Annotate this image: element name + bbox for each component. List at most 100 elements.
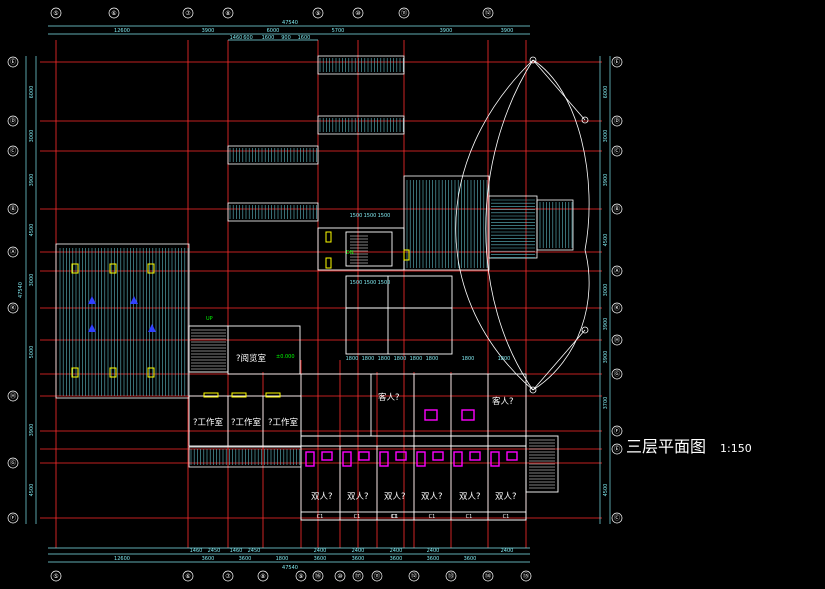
toilet-fixture	[379, 451, 389, 467]
axis-bubble-label: ⑤	[53, 573, 58, 580]
dimension-text: 4500	[29, 224, 35, 237]
axis-bubble-label: Ⓚ	[10, 304, 16, 312]
dimension-text: 3000	[29, 130, 35, 143]
double-room-label: 双人?	[495, 492, 517, 502]
dimension-text: 1800	[462, 356, 475, 362]
canopy-arc-inner	[485, 59, 534, 391]
axis-bubble	[611, 443, 623, 455]
double-room-label: 双人?	[459, 492, 481, 502]
windows	[71, 231, 410, 398]
axis-bubble	[334, 570, 346, 582]
dimension-text: 1600	[298, 35, 311, 41]
dimension-text: 12600	[114, 28, 130, 34]
dimension-text: 2450	[248, 548, 261, 554]
dimension-text: 2400	[352, 548, 365, 554]
room-code: C1	[466, 514, 473, 520]
entrance-steps	[536, 199, 574, 251]
dimension-text: 2400	[501, 548, 514, 554]
window-mark	[325, 257, 332, 269]
corridor-roofs	[188, 55, 405, 468]
column-markers	[88, 296, 156, 332]
guest-room-label: 客人?	[378, 392, 400, 403]
toilet-fixture	[342, 451, 352, 467]
sink-fixture	[469, 451, 481, 461]
dimension-text: 1800	[410, 356, 423, 362]
axis-bubble	[50, 7, 62, 19]
window-mark	[109, 367, 117, 378]
axis-grid	[40, 40, 602, 548]
toilet-fixture	[490, 451, 500, 467]
void-area	[345, 275, 453, 355]
window-mark	[147, 263, 155, 274]
dimension-text: 3600	[427, 556, 440, 562]
dimension-lines	[25, 25, 611, 563]
axis-bubble-label: ⑨	[315, 10, 320, 17]
dimension-text: 5000	[29, 346, 35, 359]
axis-bubble	[7, 512, 19, 524]
roof-band	[317, 115, 405, 135]
toilet-fixture	[305, 451, 315, 467]
double-room-label: 双人?	[384, 492, 406, 502]
toilet-fixture	[416, 451, 426, 467]
axis-bubble	[611, 368, 623, 380]
right-wing-roof	[403, 175, 574, 271]
roof-band	[227, 202, 319, 222]
lounge-label: ?阅览室	[236, 353, 267, 364]
window-mark	[71, 367, 79, 378]
axis-bubble-label: ⑥	[111, 10, 116, 17]
dimension-text: 3600	[464, 556, 477, 562]
room-code: C1	[392, 514, 399, 520]
dimension-text: 3600	[352, 556, 365, 562]
bath-fixture	[424, 409, 438, 421]
workshop-label: ?工作室	[231, 417, 262, 428]
axis-bubble-label: Ⓓ	[614, 117, 620, 125]
axis-bubble-label: Ⓖ	[614, 370, 620, 378]
axis-bubble-label: ⑧	[260, 573, 265, 580]
axis-bubble-label: Ⓐ	[614, 267, 620, 275]
dimension-text: 47540	[282, 565, 298, 571]
room-labels: ?阅览室 ?工作室 ?工作室 ?工作室 客人? 客人? 双人? 双人? 双人? …	[193, 353, 517, 502]
axis-bubble	[482, 570, 494, 582]
bathroom-fixtures	[305, 409, 518, 467]
axis-bubble	[611, 56, 623, 68]
dimension-text: 3000	[29, 274, 35, 287]
roof-hatch	[406, 180, 573, 268]
axis-bubble	[611, 334, 623, 346]
axis-bubble	[398, 7, 410, 19]
dimension-text: 4500	[603, 234, 609, 247]
dimension-text: 600	[243, 35, 253, 41]
sink-fixture	[321, 451, 333, 461]
dimension-text: 3600	[390, 556, 403, 562]
axis-bubble-label: ⑤	[53, 10, 58, 17]
dimension-text: 4500	[603, 484, 609, 497]
dimension-text: 2400	[427, 548, 440, 554]
dimension-text: 1800	[362, 356, 375, 362]
axis-bubble	[7, 145, 19, 157]
axis-bubble	[50, 570, 62, 582]
window-mark	[265, 392, 281, 398]
dimension-text: 3900	[603, 174, 609, 187]
sink-fixture	[358, 451, 370, 461]
window-mark	[203, 392, 219, 398]
dimension-text: 1460	[230, 548, 243, 554]
axis-bubble	[520, 570, 532, 582]
dimension-text: 1460	[190, 548, 203, 554]
axis-bubble	[7, 115, 19, 127]
axis-bubble	[408, 570, 420, 582]
axis-bubble	[108, 7, 120, 19]
dimension-text: 47540	[18, 282, 24, 298]
marker	[88, 324, 96, 332]
dimension-text: 1800	[346, 356, 359, 362]
axis-bubble-label: Ⓔ	[10, 58, 16, 66]
axis-bubble	[482, 7, 494, 19]
marker	[148, 324, 156, 332]
axis-bubble-label: ⑪	[401, 9, 407, 17]
dimension-text: 3900	[440, 28, 453, 34]
dimension-text: 1500	[378, 280, 391, 286]
canopy-node	[529, 386, 537, 394]
dimension-text: 1800	[426, 356, 439, 362]
axis-bubble	[295, 570, 307, 582]
sink-fixture	[506, 451, 518, 461]
axis-bubble	[312, 7, 324, 19]
axis-bubble-label: Ⓕ	[614, 427, 620, 435]
